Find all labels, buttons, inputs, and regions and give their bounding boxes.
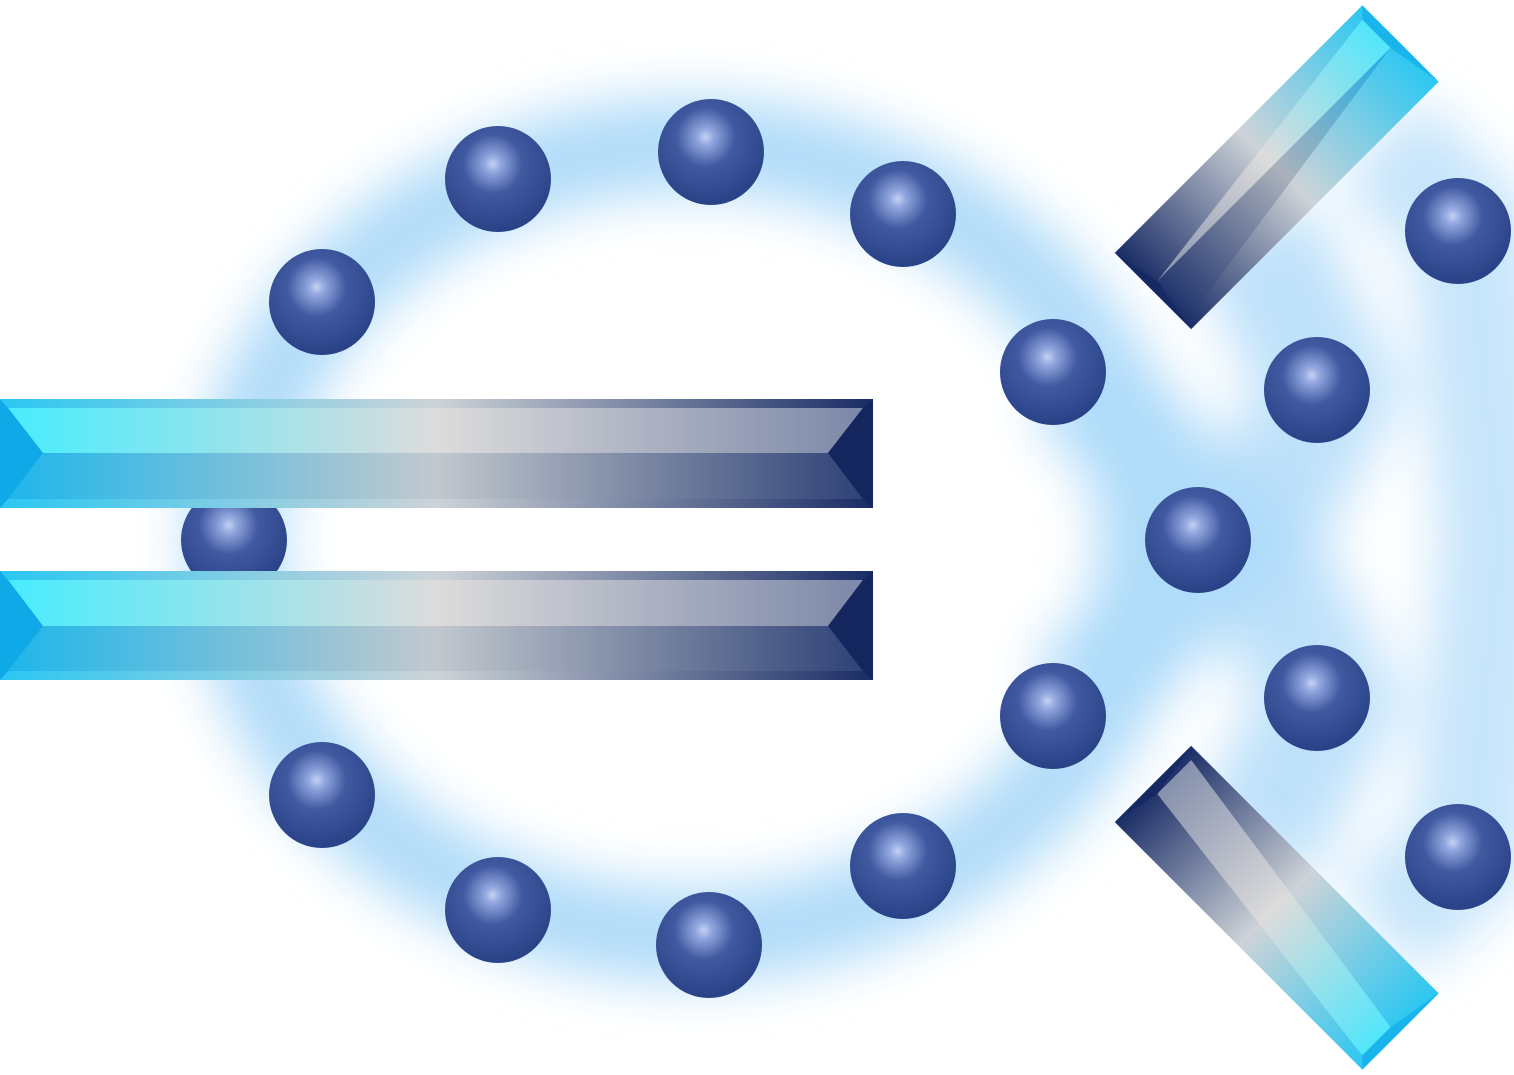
sphere <box>269 742 375 848</box>
sphere <box>1000 663 1106 769</box>
sphere <box>181 487 287 593</box>
sphere <box>850 161 956 267</box>
sphere <box>1264 645 1370 751</box>
sphere <box>1145 487 1251 593</box>
diagonal-bar-upper <box>1114 5 1439 330</box>
sphere <box>656 892 762 998</box>
sphere <box>445 857 551 963</box>
sphere <box>1405 804 1511 910</box>
euro-bar-bottom <box>0 571 873 680</box>
sphere <box>445 126 551 232</box>
sphere <box>1000 319 1106 425</box>
sphere <box>1405 178 1511 284</box>
euro-bar-top <box>0 399 873 508</box>
sphere-group <box>181 99 1511 998</box>
sphere <box>658 99 764 205</box>
sphere <box>269 249 375 355</box>
diagonal-bar-lower <box>1114 745 1439 1070</box>
glow-halo <box>187 97 1514 983</box>
sphere <box>850 813 956 919</box>
sphere <box>1264 337 1370 443</box>
